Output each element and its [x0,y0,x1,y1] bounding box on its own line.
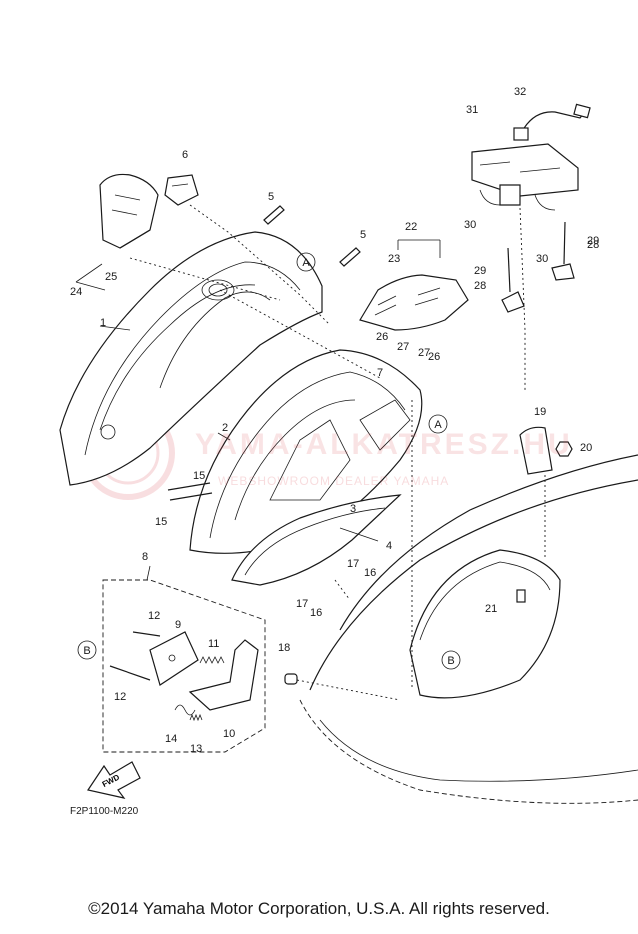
part-number: 28 [474,280,486,292]
bolt-part-21 [516,589,526,603]
part-number: 12 [114,691,126,703]
ref-circle-a-2: A [428,414,448,434]
part-number: 18 [278,642,290,654]
part-number: 23 [388,253,400,265]
ref-letter-b2: B [447,655,454,667]
part-number: 26 [428,351,440,363]
part-number: 27 [418,347,430,359]
part-number: 9 [175,619,181,631]
part-number: 25 [105,271,117,283]
part-number: 30 [536,253,548,265]
hull-outline [299,454,638,804]
part-number: 7 [377,367,383,379]
part-number: 21 [485,603,497,615]
bracket-part-24 [99,173,159,249]
part-number: 31 [466,104,478,116]
clip-part-28a [501,247,525,313]
part-number: 30 [464,219,476,231]
ref-circle-b-2: B [441,650,461,670]
watermark-site: YAMA-ALKATRESZ.HU [195,428,573,461]
storage-box-part-31 [471,143,579,211]
front-hood-part-1 [59,231,323,486]
strap-part-32 [513,103,591,141]
drawing-code: F2P1100-M220 [70,806,139,817]
pad-part-22 [359,274,469,331]
bolt-part-18 [284,673,298,685]
part-number: 20 [580,442,592,454]
ref-circle-b-1: B [77,640,97,660]
part-number: 8 [142,551,148,563]
part-number: 15 [155,516,167,528]
part-number: 2 [222,422,228,434]
part-number: 1 [100,317,106,329]
part-number: 22 [405,221,417,233]
gasket-part-4 [231,494,402,586]
part-number: 27 [397,341,409,353]
part-number: 11 [208,638,219,650]
watermark-subline: WEBSHOWROOM DEALER YAMAHA [218,474,450,488]
part-number: 10 [223,728,235,740]
part-number: 5 [268,191,274,203]
plate-part-5b [339,247,361,267]
ref-circle-a-1: A [296,252,316,272]
part-number: 28 [587,239,599,251]
ref-letter-b1: B [83,645,90,657]
fwd-arrow: FWD [87,761,141,799]
part-number: 16 [364,567,376,579]
catch-part-19 [519,426,553,475]
nut-part-20 [555,441,573,457]
part-number: 14 [165,733,177,745]
part-number: 6 [182,149,188,161]
part-number: 29 [587,235,599,247]
part-number: 15 [193,470,205,482]
clip-part-6 [164,174,199,206]
part-number: 19 [534,406,546,418]
part-number: 12 [148,610,160,622]
part-number: 4 [386,540,392,552]
part-number: 13 [190,743,202,755]
part-number: 24 [70,286,82,298]
bracket-assembly-box-part-8 [102,565,266,753]
part-number: 16 [310,607,322,619]
part-number: 29 [474,265,486,277]
part-number: 26 [376,331,388,343]
part-number-labels: 1 2 3 4 5 5 6 7 8 9 10 11 12 12 13 14 15… [70,86,599,755]
part-number: 17 [296,598,308,610]
part-number: 17 [347,558,359,570]
part-number: 5 [360,229,366,241]
copyright-notice: ©2014 Yamaha Motor Corporation, U.S.A. A… [88,899,550,918]
part-number: 3 [350,503,356,515]
bolt-part-15 [167,482,213,501]
part-number: 32 [514,86,526,98]
ref-letter-a2: A [434,419,442,431]
clip-part-28b [551,221,575,281]
ref-letter-a1: A [302,257,310,269]
leader-lines [75,204,546,701]
plate-part-5a [263,205,285,225]
